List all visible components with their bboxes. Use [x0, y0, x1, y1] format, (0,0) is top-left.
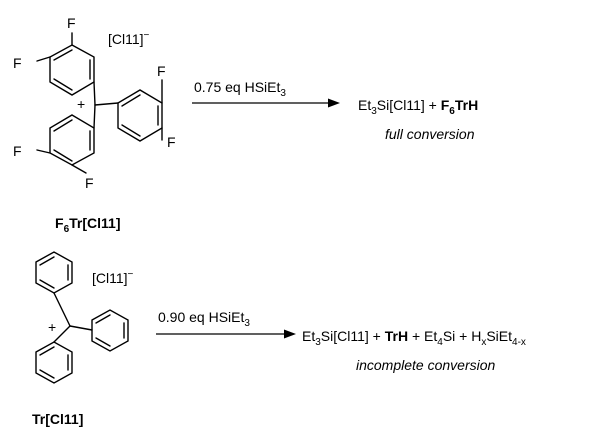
f6tr-f-label-4: F — [167, 134, 176, 150]
f6tr-compound-name: F6Tr[Cl11] — [55, 215, 120, 235]
reaction-2-reagent: 0.90 eq HSiEt3 — [158, 309, 250, 329]
f6tr-ring-right — [117, 79, 163, 142]
tr-cation-charge: + — [48, 319, 56, 335]
reaction-2-arrowhead — [284, 329, 296, 339]
f6tr-f-label-6: F — [85, 175, 94, 191]
f6tr-cf-bond-top2 — [36, 56, 51, 62]
tr-counterion: [Cl11]− — [92, 269, 134, 286]
f6tr-counterion: [Cl11]− — [108, 30, 150, 47]
f6tr-cation-charge: + — [77, 96, 85, 112]
tr-ring-right — [91, 309, 129, 352]
f6-trityl-structure: F F F F F F + — [13, 15, 176, 191]
f6tr-central-bond-right — [94, 102, 119, 106]
tr-ring-top — [35, 251, 73, 294]
f6tr-f-label-2: F — [13, 55, 22, 71]
tr-central-bond-bottom — [53, 325, 71, 343]
tr-ring-bottom — [35, 341, 73, 384]
f6tr-f-label-3: F — [157, 63, 166, 79]
tr-compound-name: Tr[Cl11] — [32, 411, 83, 427]
f6tr-ring-bottom — [36, 114, 95, 174]
f6tr-f-label-5: F — [13, 143, 22, 159]
f6tr-ring-top — [36, 32, 95, 96]
reaction-1-note: full conversion — [385, 126, 475, 142]
reaction-1-arrowhead — [328, 98, 340, 108]
f6tr-cf-bond-bottom1 — [36, 149, 51, 154]
f6tr-central-bond-top — [93, 81, 96, 106]
tr-central-bond-right — [69, 325, 93, 331]
reaction-2-products: Et3Si[Cl11] + TrH + Et4Si + HxSiEt4-x — [302, 328, 526, 348]
f6tr-cf-bond-bottom2 — [71, 164, 87, 174]
f6tr-f-label-1: F — [67, 15, 76, 31]
trityl-structure: + — [35, 251, 129, 384]
reaction-2-note: incomplete conversion — [356, 357, 496, 373]
f6tr-central-bond-bottom — [93, 104, 96, 129]
tr-central-bond-top — [53, 292, 71, 327]
reaction-1-products: Et3Si[Cl11] + F6TrH — [358, 97, 478, 117]
reaction-1-reagent: 0.75 eq HSiEt3 — [194, 79, 286, 99]
